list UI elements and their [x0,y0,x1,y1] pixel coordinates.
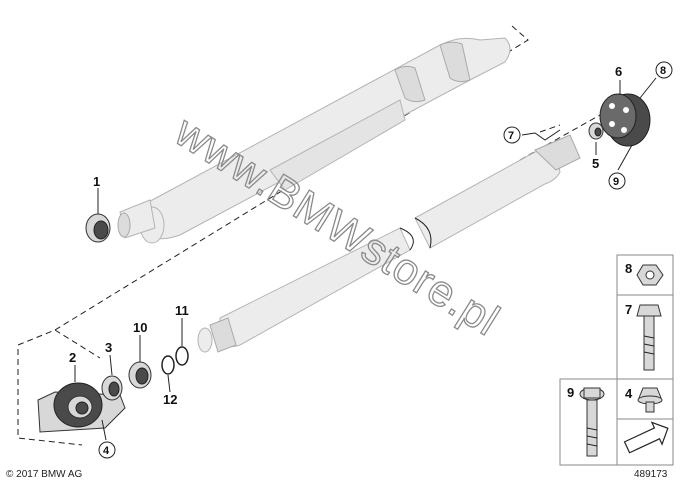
callout-10: 10 [133,320,147,335]
legend-label-4: 4 [625,386,633,401]
part-1-ring [85,188,111,243]
legend-label-7: 7 [625,302,632,317]
direction-arrow-icon [623,421,669,454]
part-7-pointer [521,129,561,141]
callout-8: 8 [660,65,666,77]
callout-4-circle [98,441,116,459]
callout-11: 11 [175,303,189,318]
callout-6: 6 [615,64,622,79]
copyright-text: © 2017 BMW AG [6,469,83,480]
hex-bolt-head-icon [636,304,662,317]
part-10-collar [128,335,152,389]
callout-4: 4 [103,445,110,457]
diagram-number: 489173 [634,469,668,480]
front-shaft-section [117,37,511,244]
legend-label-9: 9 [567,385,574,400]
rear-shaft-section [197,134,581,353]
part-2-center-bearing [37,365,126,441]
callout-1: 1 [93,174,100,189]
callout-7-circle [503,126,521,144]
callout-labels: 1 2 3 4 5 6 7 8 9 10 11 12 [69,61,673,459]
part-3-seal [101,354,123,401]
callout-8-circle [655,61,673,79]
callout-2: 2 [69,350,76,365]
callout-7: 7 [508,130,514,142]
callout-9: 9 [613,176,619,188]
part-11-12-circlips [161,318,189,393]
part-5-bushing [588,122,604,155]
legend-panel-4 [616,378,674,420]
part-6-flex-disc [599,77,657,171]
fastener-legend: 8 7 9 4 [559,254,674,466]
legend-label-8: 8 [625,261,632,276]
callout-3: 3 [105,340,112,355]
callout-9-circle [608,172,626,190]
callout-5: 5 [592,156,599,171]
hex-bolt-shank-icon [643,315,655,371]
callout-12: 12 [163,392,177,407]
